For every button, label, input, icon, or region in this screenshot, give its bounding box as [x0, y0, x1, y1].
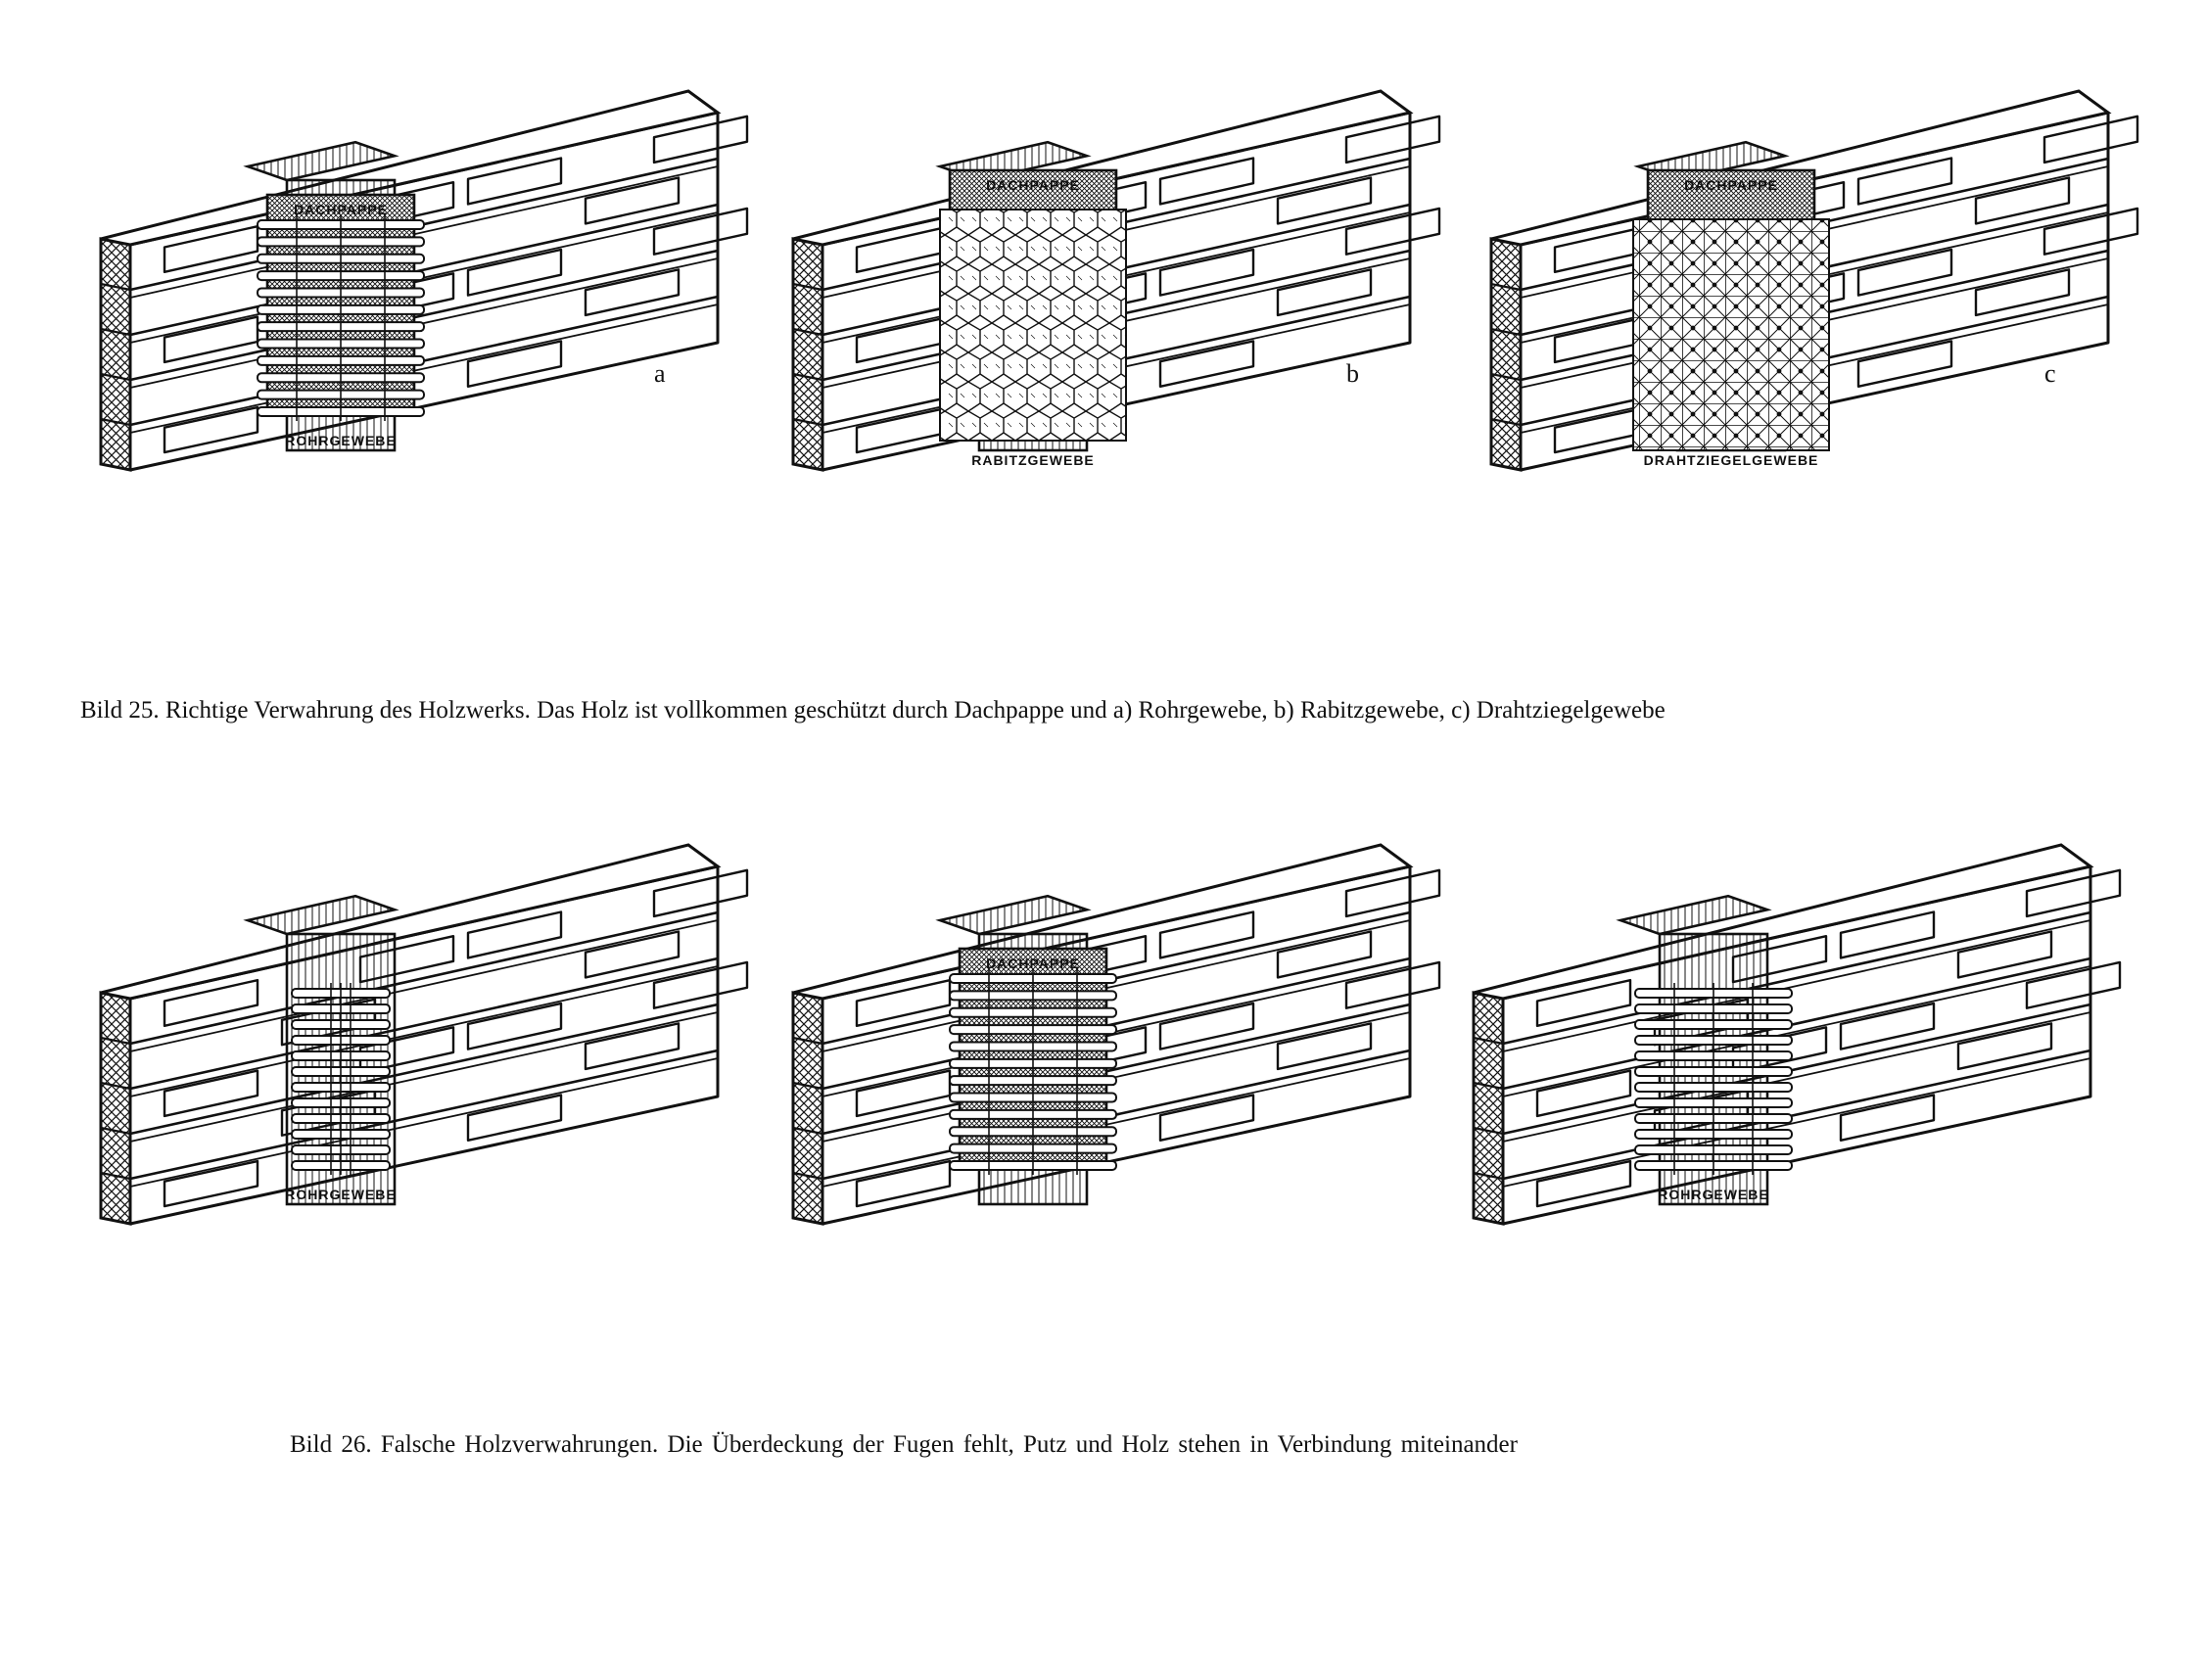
- material-label-bottom: RABITZGEWEBE: [971, 452, 1095, 468]
- panel-letter: a: [654, 359, 666, 388]
- panel-letter: c: [2044, 359, 2056, 388]
- material-label-top: DACHPAPPE: [986, 177, 1080, 193]
- figure-25a-reed-mesh: DACHPAPPE ROHRGEWEBE a: [76, 59, 749, 509]
- figure-25-caption: Bild 25. Richtige Verwahrung des Holzwer…: [80, 697, 1666, 723]
- figure-26-caption: Bild 26. Falsche Holzverwahrungen. Die Ü…: [290, 1431, 1518, 1458]
- figure-25c-wire-brick-mesh: DACHPAPPE DRAHTZIEGELGEWEBE c: [1467, 59, 2139, 509]
- material-label-top: DACHPAPPE: [294, 202, 388, 217]
- material-label-bottom: ROHRGEWEBE: [1658, 1187, 1768, 1202]
- material-label-bottom: ROHRGEWEBE: [285, 433, 396, 448]
- material-label-top: DACHPAPPE: [986, 956, 1080, 971]
- figure-25b-rabitz-mesh: DACHPAPPE RABITZGEWEBE b: [769, 59, 1441, 509]
- figure-26-panel-2: DACHPAPPE: [769, 813, 1441, 1263]
- figure-26-panel-3: ROHRGEWEBE: [1449, 813, 2122, 1263]
- panel-letter: b: [1346, 359, 1359, 388]
- material-label-top: DACHPAPPE: [1684, 177, 1778, 193]
- material-label-bottom: DRAHTZIEGELGEWEBE: [1644, 452, 1819, 468]
- figure-26-panel-1: ROHRGEWEBE: [76, 813, 749, 1263]
- material-label-bottom: ROHRGEWEBE: [285, 1187, 396, 1202]
